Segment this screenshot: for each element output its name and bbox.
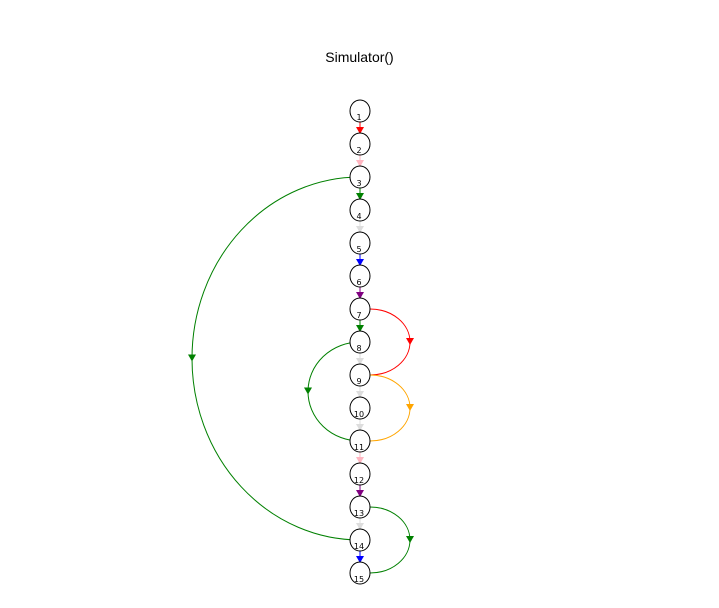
edge-4-5-arrow <box>356 226 364 233</box>
node-9-label: 9 <box>356 377 361 386</box>
edge-3-14 <box>191 176 361 541</box>
edge-8-11-arrow <box>304 387 312 395</box>
node-10: 10 <box>349 396 371 420</box>
edge-13-15-arrow <box>406 536 414 543</box>
edge-7-8-arrow <box>356 325 364 332</box>
node-1-label: 1 <box>356 113 361 122</box>
node-4-label: 4 <box>356 212 361 221</box>
node-13: 13 <box>349 495 371 519</box>
node-10-shape <box>349 396 371 420</box>
node-4: 4 <box>349 198 371 222</box>
edge-8-9-arrow <box>356 358 364 365</box>
node-11-label: 11 <box>354 443 364 452</box>
edge-13-14-arrow <box>356 523 364 530</box>
node-13-label: 13 <box>354 509 364 518</box>
node-3-label: 3 <box>356 179 361 188</box>
node-5-label: 5 <box>356 245 361 254</box>
node-15-shape <box>349 561 371 585</box>
edge-3-4-arrow <box>356 193 364 200</box>
node-7-label: 7 <box>356 311 361 320</box>
node-9: 9 <box>349 363 371 387</box>
edge-6-7-arrow <box>356 292 364 299</box>
edge-9-11 <box>369 374 411 442</box>
node-7: 7 <box>349 297 371 321</box>
edge-7-9-arrow <box>406 338 414 345</box>
node-15: 15 <box>349 561 371 585</box>
edge-12-13-arrow <box>356 490 364 497</box>
node-6-label: 6 <box>356 278 361 287</box>
node-6-shape <box>349 264 371 288</box>
node-2: 2 <box>349 132 371 156</box>
node-14: 14 <box>349 528 371 552</box>
node-13-shape <box>349 495 371 519</box>
edge-5-6-arrow <box>356 259 364 266</box>
node-8: 8 <box>349 330 371 354</box>
node-12-shape <box>349 462 371 486</box>
node-9-shape <box>349 363 371 387</box>
edge-2-3-arrow <box>356 160 364 167</box>
node-3-shape <box>349 165 371 189</box>
edge-11-12-arrow <box>356 457 364 464</box>
node-15-label: 15 <box>354 575 364 584</box>
edge-3-14-arrow <box>188 354 196 362</box>
node-8-label: 8 <box>356 344 361 353</box>
node-4-shape <box>349 198 371 222</box>
node-5: 5 <box>349 231 371 255</box>
edge-1-2-arrow <box>356 127 364 134</box>
diagram-title: Simulator() <box>325 49 394 65</box>
node-14-label: 14 <box>354 542 364 551</box>
node-12-label: 12 <box>354 476 364 485</box>
edge-13-15 <box>369 506 411 574</box>
edge-9-11-arrow <box>406 404 414 411</box>
edge-8-11 <box>307 341 361 442</box>
node-6: 6 <box>349 264 371 288</box>
node-8-shape <box>349 330 371 354</box>
edges-layer <box>188 122 414 574</box>
node-2-label: 2 <box>356 146 361 155</box>
node-10-label: 10 <box>354 410 364 419</box>
node-1-shape <box>349 99 371 123</box>
node-5-shape <box>349 231 371 255</box>
node-11-shape <box>349 429 371 453</box>
node-2-shape <box>349 132 371 156</box>
edge-7-9 <box>369 308 411 376</box>
edge-10-11-arrow <box>356 424 364 431</box>
node-11: 11 <box>349 429 371 453</box>
edge-14-15-arrow <box>356 556 364 563</box>
edge-9-10-arrow <box>356 391 364 398</box>
node-1: 1 <box>349 99 371 123</box>
node-3: 3 <box>349 165 371 189</box>
node-12: 12 <box>349 462 371 486</box>
node-14-shape <box>349 528 371 552</box>
node-7-shape <box>349 297 371 321</box>
